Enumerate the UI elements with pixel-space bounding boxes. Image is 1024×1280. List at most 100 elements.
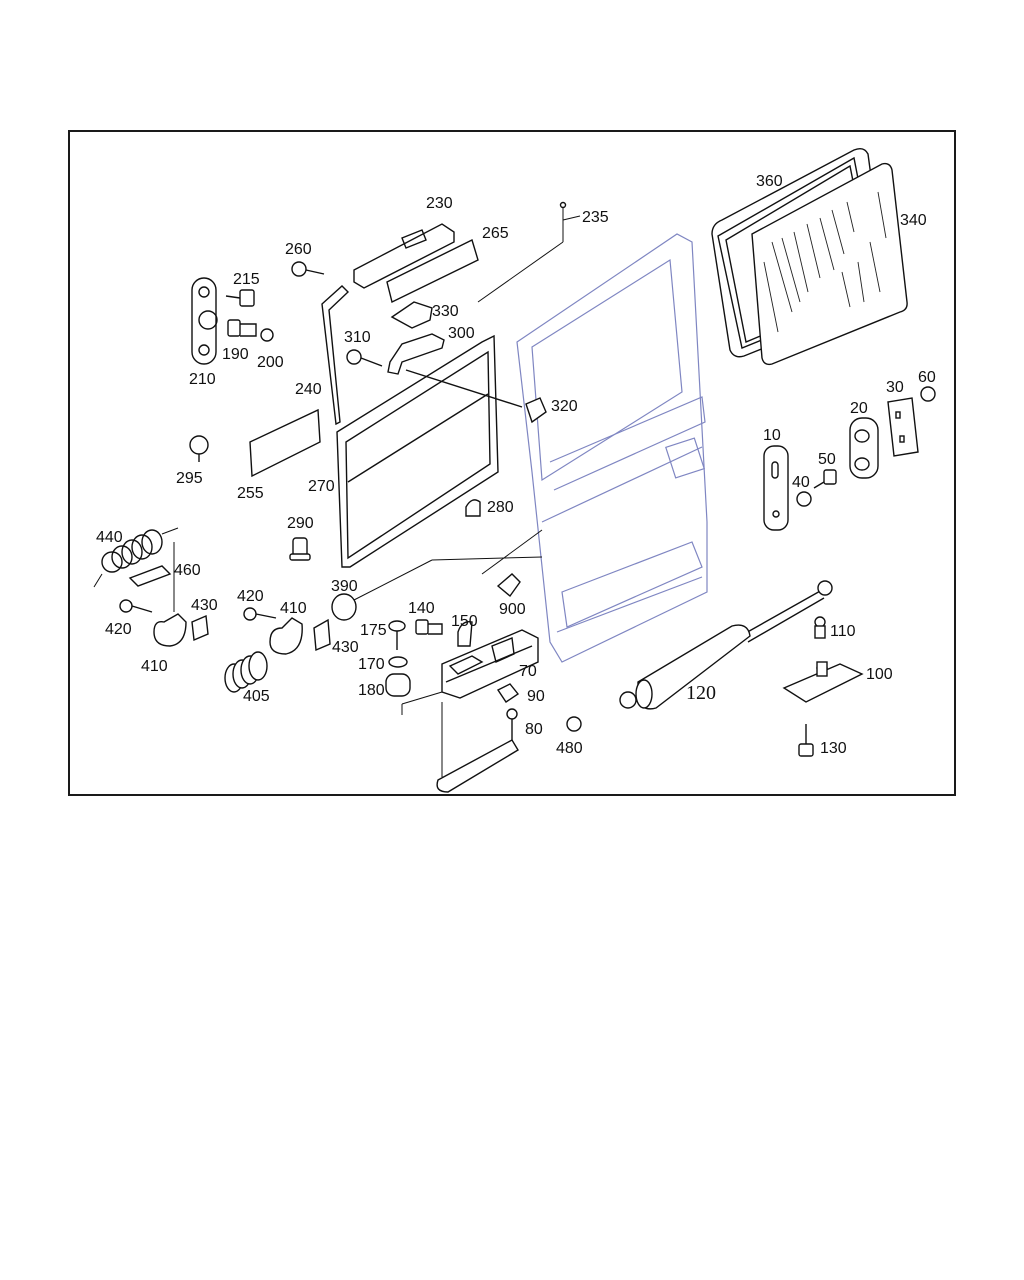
label-265: 265 [482,225,509,242]
label-295: 295 [176,470,203,487]
pad-255 [249,408,321,478]
rod-80 [436,708,519,793]
label-110: 110 [830,623,856,640]
strip-265 [386,239,479,304]
window-glass [751,162,908,366]
label-170: 170 [358,656,385,673]
clip-900 [496,573,521,598]
label-430-left: 430 [191,597,218,614]
label-80: 80 [525,721,543,738]
label-70: 70 [519,663,537,680]
frame-rod-240 [321,285,350,426]
plate-430-left [191,614,209,642]
plate-30 [887,397,919,457]
clamp-410-mid [269,617,303,655]
label-330: 330 [432,303,459,320]
trim-panel-270 [336,334,499,568]
washer-480 [566,716,582,732]
spring-440 [93,527,179,588]
ball-stud-110 [814,616,826,639]
label-390: 390 [331,578,358,595]
bolt-130 [798,724,814,757]
block-460 [128,565,172,587]
label-430-mid: 430 [332,639,359,656]
label-190: 190 [222,346,249,363]
exploded-parts-diagram: 360 340 230 235 265 260 215 330 310 300 … [93,147,936,793]
label-340: 340 [900,212,927,229]
hinge-plate-10 [763,445,789,531]
handle-300 [387,333,445,375]
grommet-390 [331,593,357,621]
label-410-mid: 410 [280,600,307,617]
screw-420-mid [243,607,277,621]
screw-420-left [119,599,153,613]
label-10: 10 [763,427,781,444]
screw-260 [291,261,325,277]
label-200: 200 [257,354,284,371]
label-130: 130 [820,740,847,757]
bolt-140 [415,619,443,635]
label-260: 260 [285,241,312,258]
label-300: 300 [448,325,475,342]
washer-60 [920,386,936,402]
label-410-left: 410 [141,658,168,675]
label-40: 40 [792,474,810,491]
label-100: 100 [866,666,893,683]
label-420-mid: 420 [237,588,264,605]
label-20: 20 [850,400,868,417]
bolt-190 [227,319,257,337]
parts-diagram-frame: 360 340 230 235 265 260 215 330 310 300 … [68,130,956,796]
clip-330 [390,301,433,329]
handle-cover-230 [353,223,455,289]
clamp-410-left [153,613,187,647]
bolt-215 [225,289,255,307]
label-270: 270 [308,478,335,495]
label-90: 90 [527,688,545,705]
label-30: 30 [886,379,904,396]
washer-170 [388,656,408,668]
label-900: 900 [499,601,526,618]
label-480: 480 [556,740,583,757]
label-280: 280 [487,499,514,516]
clip-320 [525,397,547,424]
gas-strut-120 [619,580,833,710]
label-240: 240 [295,381,322,398]
label-140: 140 [408,600,435,617]
label-50: 50 [818,451,836,468]
bracket-100 [782,661,864,703]
plug-295 [189,435,209,462]
label-235: 235 [582,209,609,226]
label-210: 210 [189,371,216,388]
bush-150 [457,621,473,647]
label-360: 360 [756,173,783,190]
washer-200 [260,328,274,342]
bush-180 [385,673,411,697]
bracket-20 [849,417,879,479]
label-120: 120 [686,682,716,704]
bump-stop-405 [224,651,268,693]
washer-40 [796,491,812,507]
label-460: 460 [174,562,201,579]
plate-430-mid [313,618,331,652]
rear-door-outline [516,233,708,663]
screw-310 [346,349,383,367]
label-420-left: 420 [105,621,132,638]
label-310: 310 [344,329,371,346]
clip-90 [496,683,520,703]
leader-320 [405,369,523,408]
label-405: 405 [243,688,270,705]
fastener-290 [289,537,311,561]
label-215: 215 [233,271,260,288]
label-230: 230 [426,195,453,212]
screw-175 [388,620,406,650]
rod-235 [477,201,581,303]
label-320: 320 [551,398,578,415]
bolt-50 [813,469,837,489]
label-150: 150 [451,613,478,630]
part-number-labels: 360 340 230 235 265 260 215 330 310 300 … [96,173,936,757]
label-60: 60 [918,369,936,386]
hinge-strap-210 [191,277,218,365]
label-175: 175 [360,622,387,639]
label-180: 180 [358,682,385,699]
label-440: 440 [96,529,123,546]
